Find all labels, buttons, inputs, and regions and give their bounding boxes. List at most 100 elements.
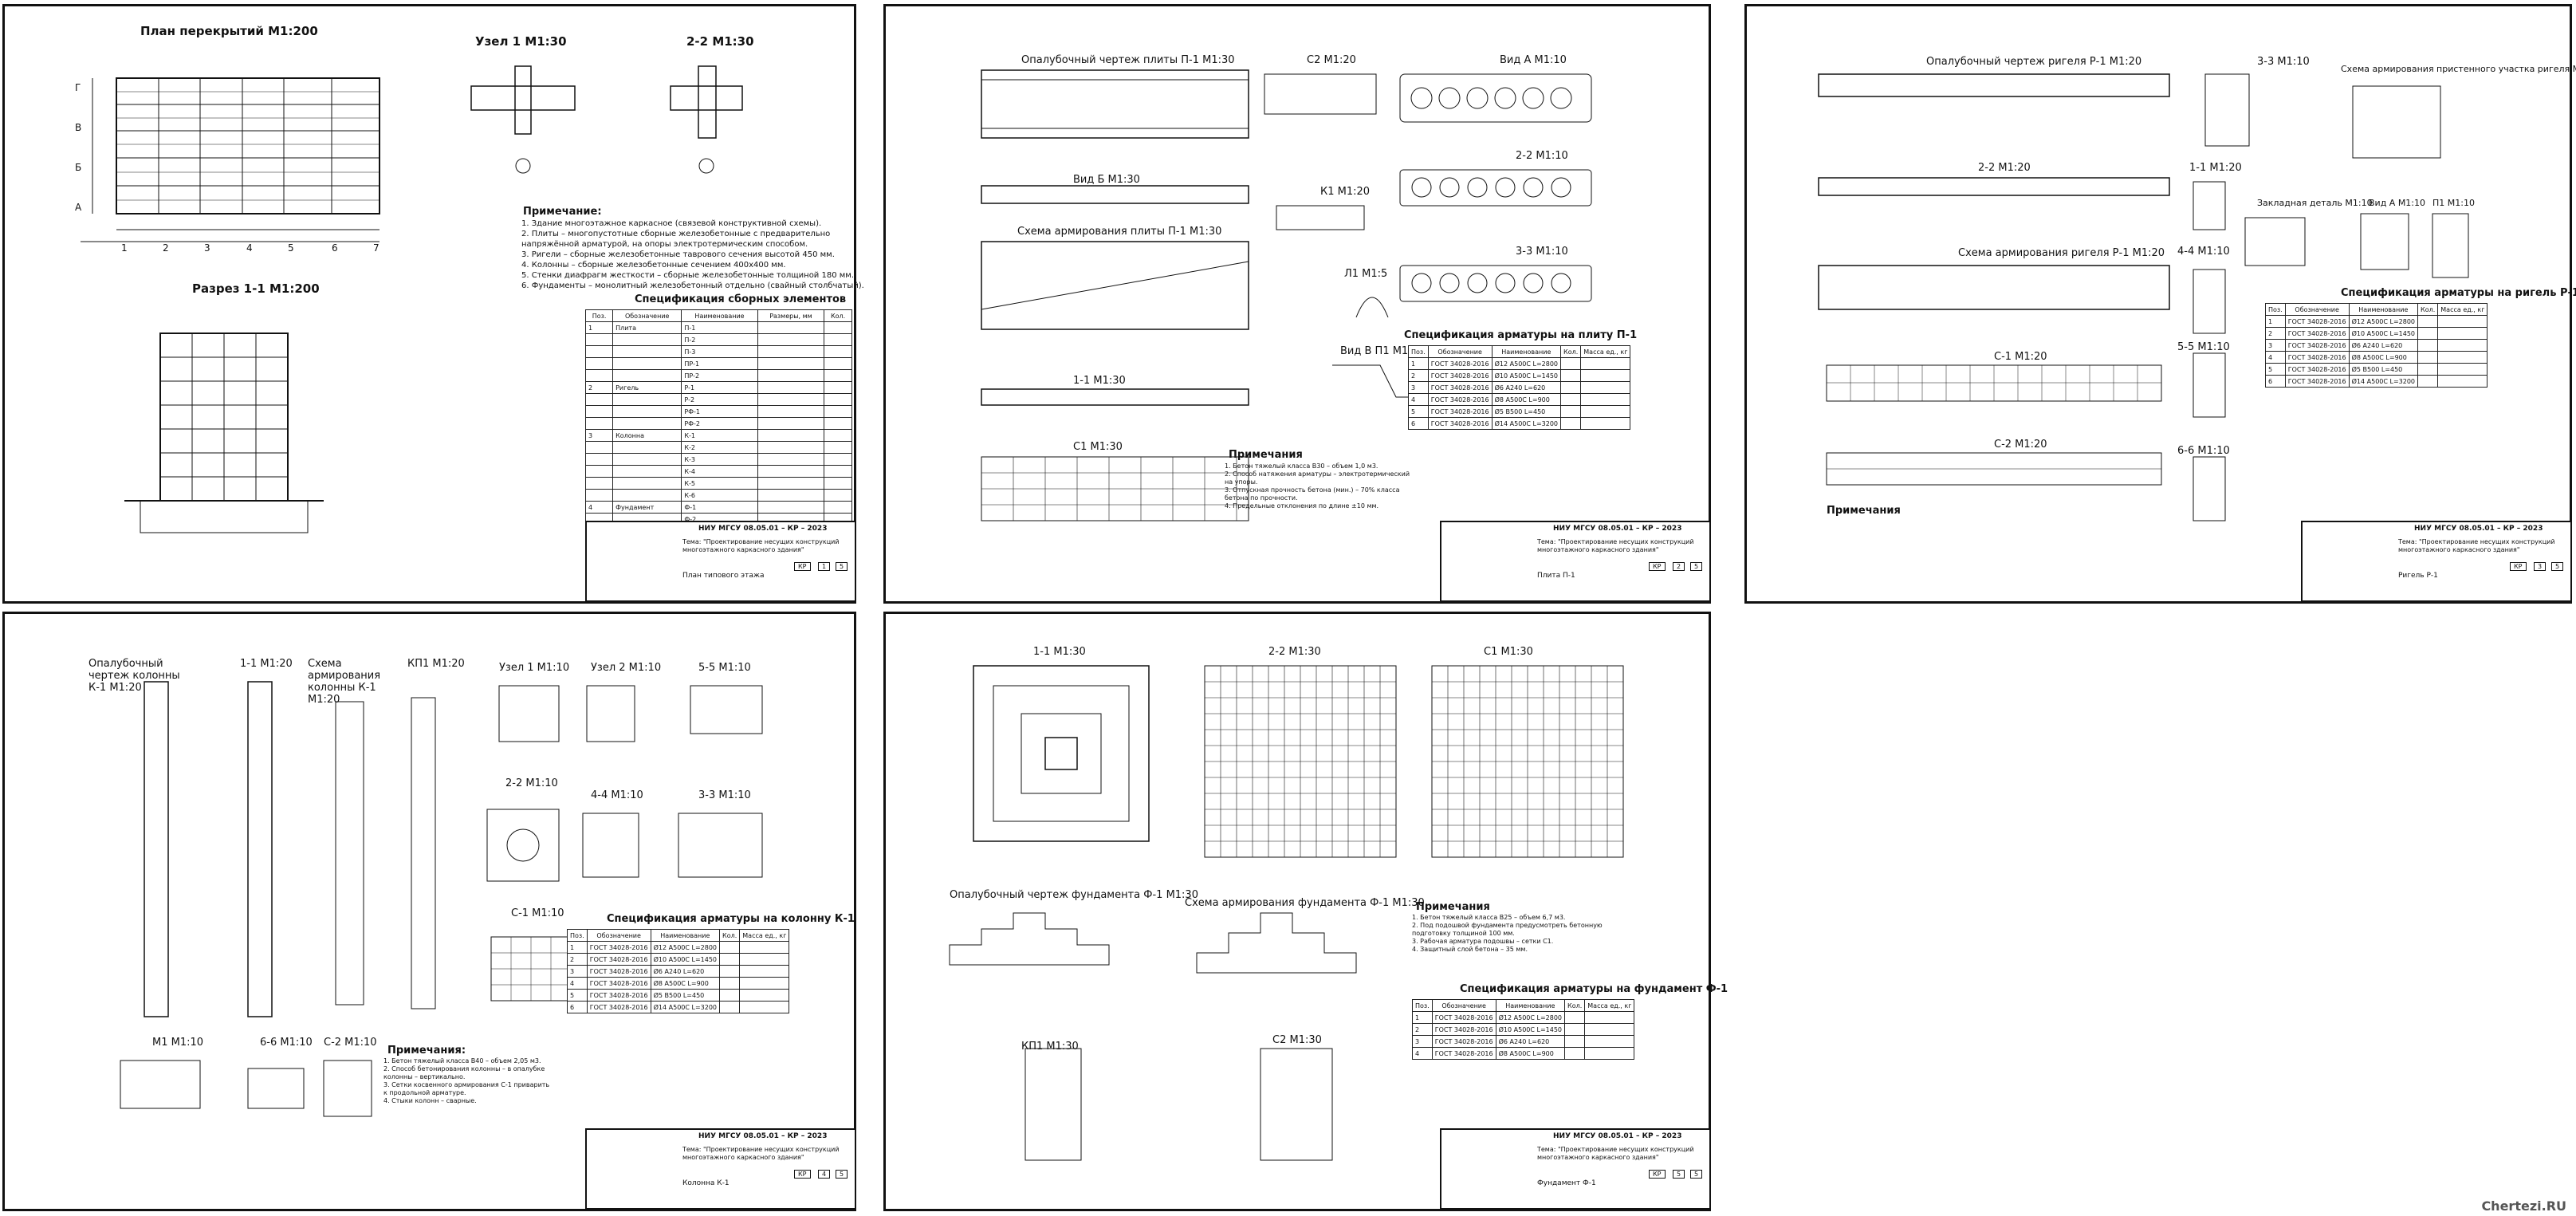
view-title-11: С-1 М1:10	[511, 907, 564, 919]
axis-label-1: 1	[121, 242, 128, 254]
title-block: НИУ МГСУ 08.05.01 – КР – 2023 Тема: "Про…	[2301, 521, 2572, 602]
view-title-4: Опалубочный чертеж фундамента Ф-1 М1:30	[950, 889, 1198, 901]
spec-title: Спецификация арматуры на фундамент Ф-1	[1460, 983, 1728, 995]
stamp-stage: КР	[794, 562, 811, 571]
view-title-6: Узел 2 М1:10	[591, 662, 662, 674]
axis-label-v: В	[75, 122, 82, 133]
drawing-sheet-1[interactable]: План перекрытий М1:200 1 2 3 4 5 6 7 А Б…	[2, 4, 864, 604]
view-title-3: Вид А М1:10	[1500, 54, 1567, 66]
view-title-7: Вид А М1:10	[2369, 198, 2426, 208]
stamp-sheet-number: 1	[818, 562, 831, 571]
view-title-9: Схема армирования ригеля Р-1 М1:20	[1958, 247, 2165, 259]
view-title-4: Вид Б М1:30	[1073, 174, 1140, 186]
col-doc: Обозначение	[612, 309, 682, 322]
view-title-3: Схема армирования колонны К-1 М1:20	[308, 658, 381, 706]
table-row: К-6	[584, 489, 852, 502]
notes-title: Примечания:	[387, 1045, 466, 1057]
view-title-3: С1 М1:30	[1484, 646, 1533, 658]
stamp-code: НИУ МГСУ 08.05.01 – КР – 2023	[698, 525, 828, 533]
notes-list: 1. Бетон тяжелый класса В40 – объем 2,05…	[383, 1057, 550, 1104]
view-title-10: 4-4 М1:10	[2177, 246, 2230, 258]
stamp-sheet-count: 5	[836, 562, 848, 571]
view-title-7: 5-5 М1:10	[698, 662, 751, 674]
view-title-12: 5-5 М1:10	[2177, 341, 2230, 353]
col-name: Наименование	[681, 309, 758, 322]
view-title-13: 6-6 М1:10	[260, 1037, 313, 1049]
view-title-2: 1-1 М1:20	[240, 658, 293, 670]
axis-label-a: А	[75, 202, 82, 213]
spec-title: Спецификация сборных элементов	[635, 293, 847, 305]
drawing-sheet-2[interactable]: Опалубочный чертеж плиты П-1 М1:30 С2 М1…	[883, 4, 1711, 604]
table-row: К-2	[584, 441, 852, 454]
floor-plan-drawing	[81, 77, 380, 242]
axis-label-b: Б	[75, 162, 82, 173]
view-title-10: 3-3 М1:10	[698, 789, 751, 801]
note-7: 6. Фундаменты – монолитный железобетонны…	[521, 281, 864, 290]
node-title: Узел 1 М1:30	[475, 34, 567, 49]
view-title-14: 6-6 М1:10	[2177, 445, 2230, 457]
table-row: РФ-1	[584, 405, 852, 418]
spec-table: Поз. Обозначение Наименование Размеры, м…	[584, 309, 852, 525]
col-qty: Кол.	[824, 309, 852, 322]
view-title-3: Схема армирования пристенного участка ри…	[2341, 64, 2576, 74]
table-row: Р-2	[584, 393, 852, 406]
view-title-5: 1-1 М1:20	[2189, 162, 2242, 174]
col-size: Размеры, мм	[757, 309, 825, 322]
drawing-sheet-5[interactable]: 1-1 М1:30 2-2 М1:30 С1 М1:30 Опалубочный…	[883, 612, 1728, 1211]
notes-list: 1. Бетон тяжелый класса В30 – объем 1,0 …	[1225, 462, 1410, 510]
beam-drawings	[1818, 73, 2469, 521]
site-watermark: Chertezi.RU	[2481, 1198, 2566, 1214]
drawing-sheet-3[interactable]: Опалубочный чертеж ригеля Р-1 М1:20 3-3 …	[1744, 4, 2576, 604]
stamp-sheet-title: План типового этажа	[682, 572, 765, 580]
notes-list: 1. Бетон тяжелый класса В25 – объем 6,7 …	[1412, 914, 1603, 953]
table-row: П-2	[584, 333, 852, 346]
view-title-13: С-2 М1:20	[1994, 439, 2047, 451]
drawing-sheet-4[interactable]: Опалубочный чертеж колонны К-1 М1:20 1-1…	[2, 612, 856, 1211]
view-title-8: 3-3 М1:10	[1516, 246, 1568, 258]
view-title-10: Вид В П1 М1:5	[1340, 345, 1418, 357]
notes-title: Примечания	[1229, 449, 1303, 461]
view-title-14: С-2 М1:10	[324, 1037, 377, 1049]
table-row: РФ-2	[584, 417, 852, 430]
view-title-4: КП1 М1:20	[407, 658, 465, 670]
node-drawing	[470, 65, 743, 174]
note-6: 5. Стенки диафрагм жесткости – сборные ж…	[521, 271, 855, 280]
axis-label-3: 3	[204, 242, 210, 254]
table-row: К-3	[584, 453, 852, 466]
spec-title: Спецификация арматуры на ригель Р-1	[2341, 287, 2576, 299]
title-block: НИУ МГСУ 08.05.01 – КР – 2023 Тема: "Про…	[585, 1128, 856, 1210]
title-block: НИУ МГСУ 08.05.01 – КР – 2023 Тема: "Про…	[1440, 1128, 1711, 1210]
note-3: напряжённой арматурой, на опоры электрот…	[521, 240, 808, 249]
notes-list: 1. Здание многоэтажное каркасное (связев…	[521, 218, 864, 291]
view-title-1: Опалубочный чертеж плиты П-1 М1:30	[1021, 54, 1235, 66]
